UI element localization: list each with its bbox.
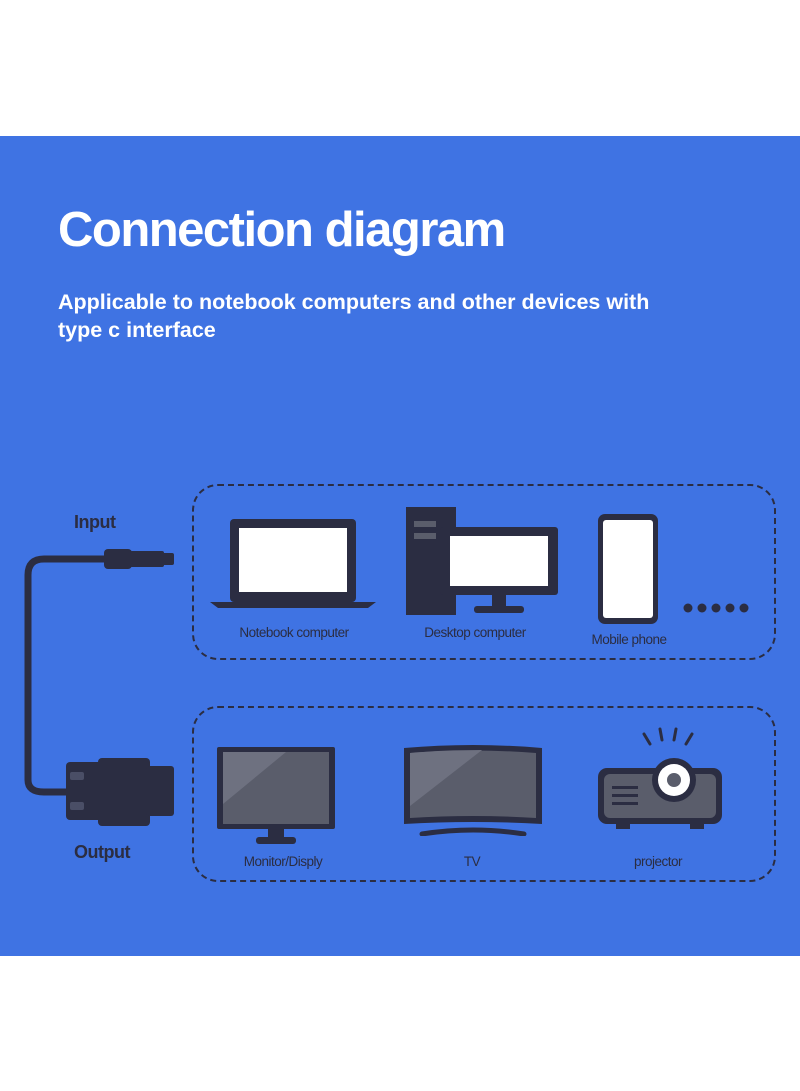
adapter-cable-icon	[24, 549, 174, 826]
mobile-phone-icon	[598, 514, 658, 624]
more-devices-ellipsis-icon	[683, 603, 749, 613]
output-device-label: Monitor/Disply	[243, 854, 323, 869]
input-device-label: Mobile phone	[591, 632, 667, 647]
input-label: Input	[74, 512, 116, 532]
output-devices-group	[192, 706, 776, 882]
output-device-label: projector	[633, 854, 683, 869]
projector-icon	[598, 727, 722, 829]
output-label: Output	[74, 842, 130, 862]
input-devices-group	[192, 484, 776, 660]
input-device-label: Desktop computer	[424, 625, 526, 640]
page-title: Connection diagram	[58, 203, 506, 257]
page-subtitle: Applicable to notebook computers and oth…	[58, 290, 650, 342]
input-device-label: Notebook computer	[239, 625, 349, 640]
diagram-panel: Connection diagram Applicable to noteboo…	[0, 136, 800, 956]
monitor-icon	[217, 747, 335, 844]
output-device-label: TV	[463, 854, 481, 869]
desktop-computer-icon	[406, 507, 558, 615]
tv-icon	[404, 745, 542, 836]
laptop-icon	[210, 519, 376, 608]
